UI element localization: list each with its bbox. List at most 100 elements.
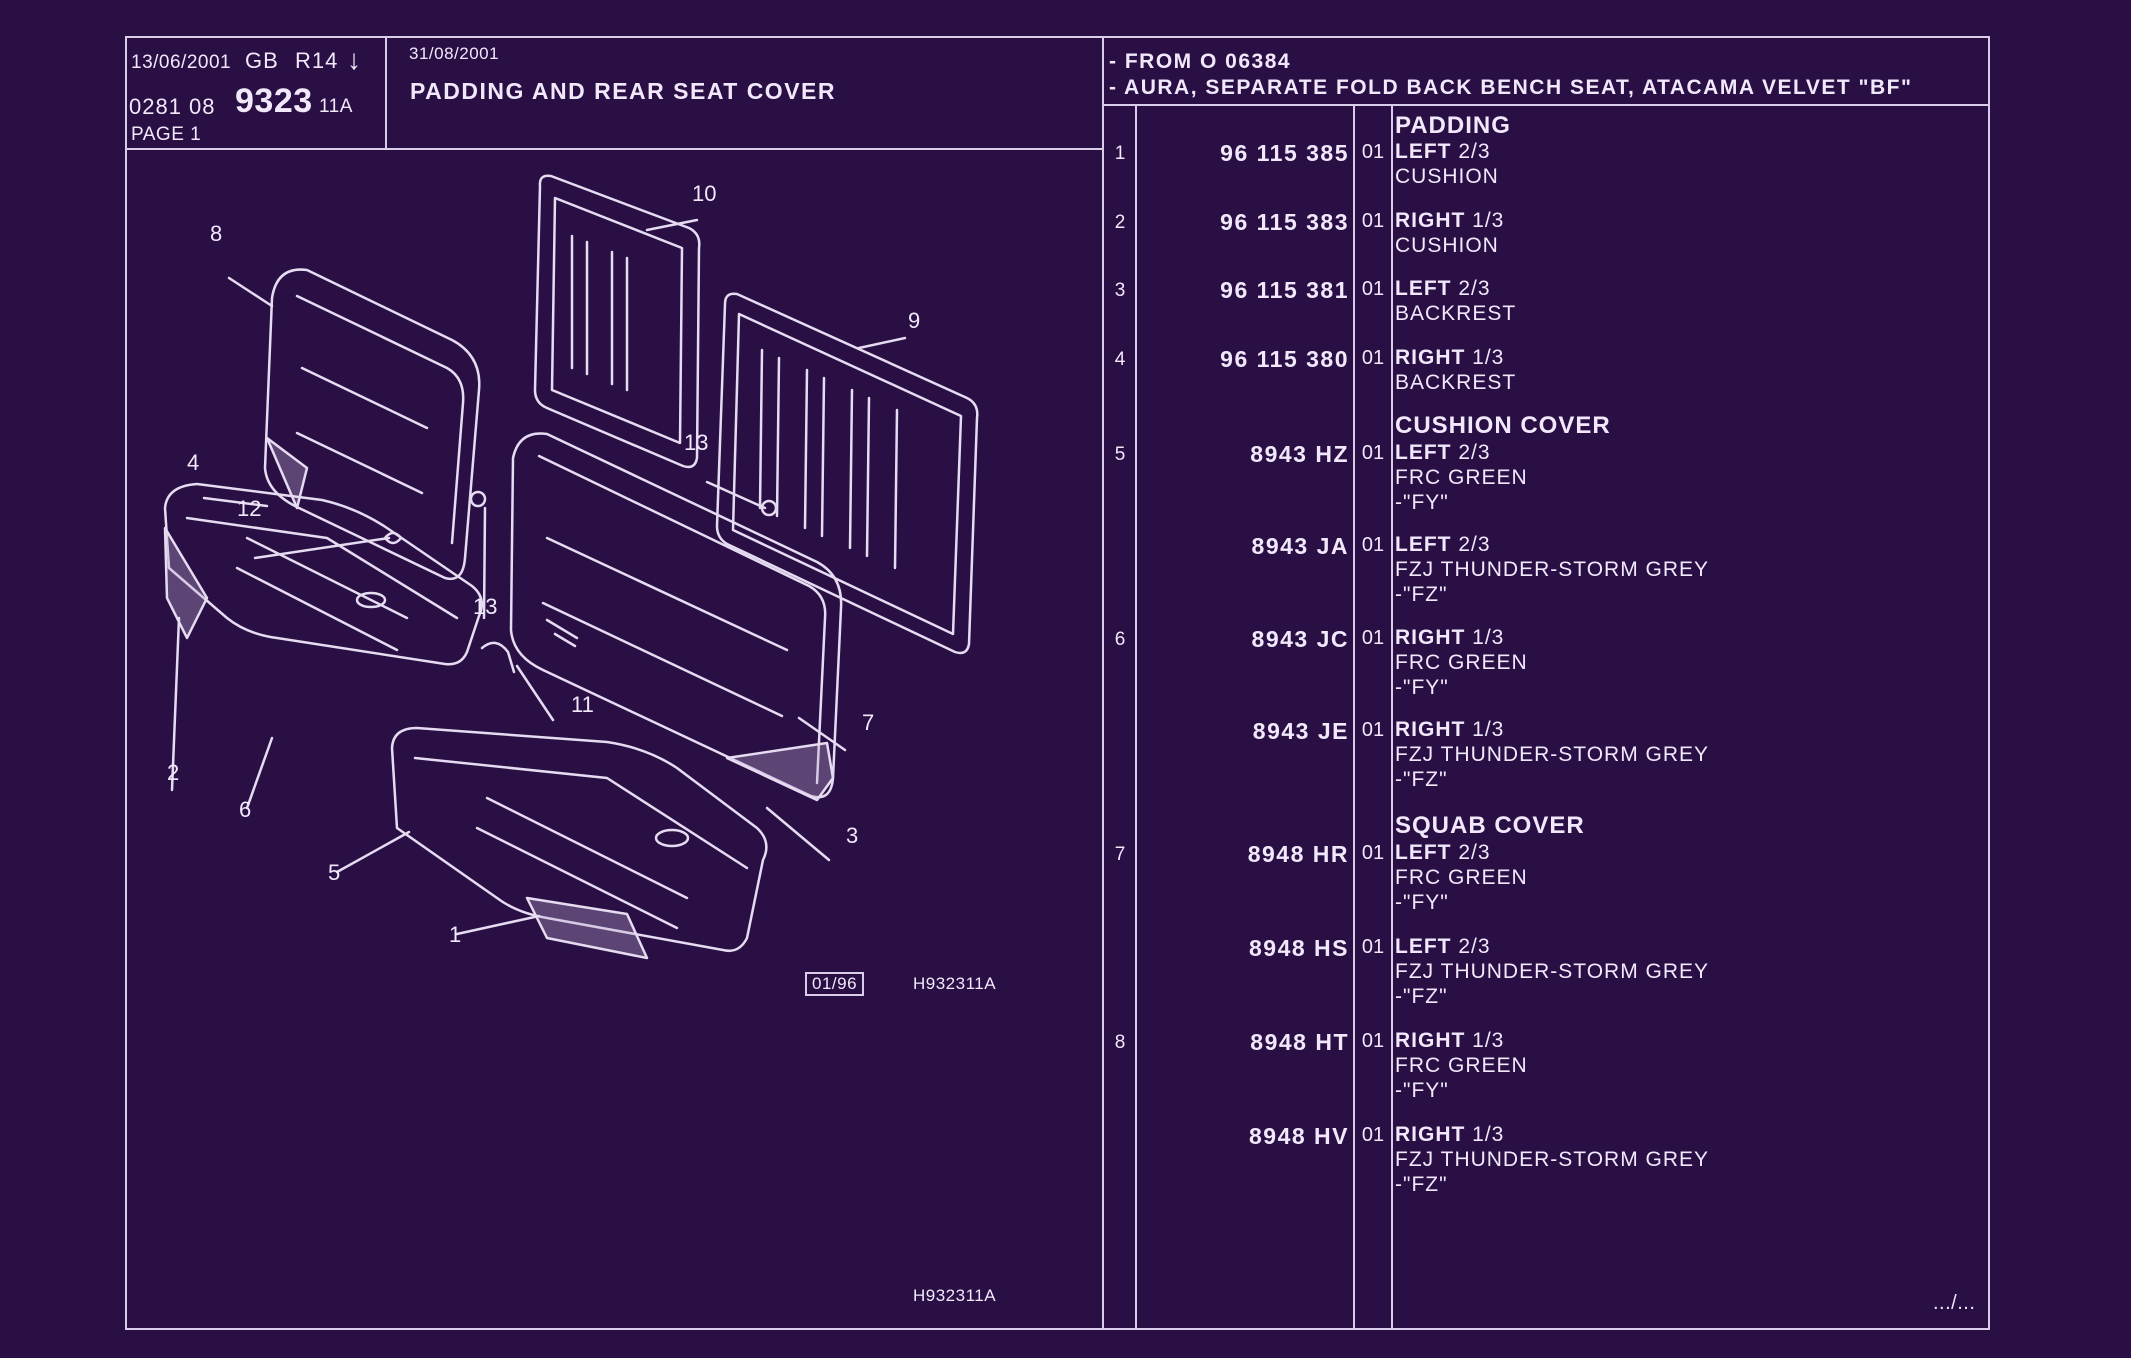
fraction-label: 1/3 xyxy=(1472,718,1505,741)
side-line: RIGHT 1/3 xyxy=(1395,208,1504,233)
fraction-label: 2/3 xyxy=(1458,441,1491,464)
back-panel-right-inner xyxy=(731,312,963,636)
country-code: GB xyxy=(245,48,279,73)
side-label: RIGHT xyxy=(1395,209,1466,232)
side-label: LEFT xyxy=(1395,277,1452,300)
spec-description: - AURA, SEPARATE FOLD BACK BENCH SEAT, A… xyxy=(1109,76,1913,99)
callout-12: 12 xyxy=(237,496,261,521)
cushion-left-seam xyxy=(413,756,749,870)
item-number: 7 xyxy=(1114,844,1126,865)
page-title: PADDING AND REAR SEAT COVER xyxy=(410,78,836,104)
quantity: 01 xyxy=(1361,534,1385,556)
clip-11 xyxy=(545,618,579,648)
side-line: LEFT 2/3 xyxy=(1395,440,1528,465)
side-label: LEFT xyxy=(1395,533,1452,556)
drawing-code: H932311A xyxy=(913,974,997,993)
side-label: LEFT xyxy=(1395,841,1452,864)
cushion-right-belt-slot xyxy=(355,591,387,609)
part-reference: 96 115 381 xyxy=(1220,277,1349,303)
leader-5 xyxy=(335,830,411,874)
side-line: RIGHT 1/3 xyxy=(1395,345,1516,370)
revision-date: 31/08/2001 xyxy=(409,44,500,63)
seat-exploded-diagram: 8 10 9 4 12 13 13 11 7 3 2 6 5 1 xyxy=(163,174,979,960)
quantity: 01 xyxy=(1361,442,1385,464)
side-line: RIGHT 1/3 xyxy=(1395,1028,1528,1053)
side-line: RIGHT 1/3 xyxy=(1395,717,1709,742)
part-reference: 8943 JA xyxy=(1251,533,1349,559)
side-label: LEFT xyxy=(1395,935,1452,958)
side-label: RIGHT xyxy=(1395,1029,1466,1052)
item-number: 5 xyxy=(1114,444,1126,465)
trim-code-line: -"FY" xyxy=(1395,491,1449,514)
leader-11 xyxy=(515,664,555,722)
side-label: LEFT xyxy=(1395,441,1452,464)
backrest-right-outline xyxy=(263,268,481,581)
part-reference: 8948 HV xyxy=(1248,1123,1349,1149)
leader-12 xyxy=(253,536,391,560)
description-line: FRC GREEN xyxy=(1395,651,1528,674)
part-reference: 96 115 385 xyxy=(1220,140,1349,166)
side-line: RIGHT 1/3 xyxy=(1395,1122,1709,1147)
callout-1: 1 xyxy=(449,922,461,947)
header-rule xyxy=(127,148,1103,150)
quantity: 01 xyxy=(1361,627,1385,649)
qty-col-line xyxy=(1391,104,1393,1328)
leader-10 xyxy=(645,218,699,232)
quantity: 01 xyxy=(1361,278,1385,300)
trim-code-line: -"FY" xyxy=(1395,1079,1449,1102)
backrest-right-stitch xyxy=(295,366,429,495)
leader-13b xyxy=(705,480,767,510)
fraction-label: 1/3 xyxy=(1472,1029,1505,1052)
side-label: LEFT xyxy=(1395,140,1452,163)
plate-suffix: 11A xyxy=(319,96,353,117)
quantity: 01 xyxy=(1361,141,1385,163)
backrest-left-outline xyxy=(509,432,843,799)
model-code: R14 xyxy=(295,48,339,73)
fraction-label: 1/3 xyxy=(1472,346,1505,369)
section-cushion-cover: CUSHION COVER xyxy=(1395,412,1611,439)
quantity: 01 xyxy=(1361,210,1385,232)
fraction-label: 1/3 xyxy=(1472,1123,1505,1146)
cushion-left-fabric-patch xyxy=(525,896,649,960)
side-label: RIGHT xyxy=(1395,718,1466,741)
fraction-label: 1/3 xyxy=(1472,209,1505,232)
num-col-line xyxy=(1135,104,1137,1328)
back-panel-right-ribs xyxy=(758,348,899,570)
item-number: 3 xyxy=(1114,280,1126,301)
item-number: 4 xyxy=(1114,349,1126,370)
part-reference: 8948 HR xyxy=(1247,841,1349,867)
part-reference: 8948 HT xyxy=(1250,1029,1349,1055)
leader-13a xyxy=(482,506,487,620)
side-label: RIGHT xyxy=(1395,346,1466,369)
callout-7: 7 xyxy=(862,710,874,735)
part-reference: 8948 HS xyxy=(1248,935,1349,961)
callout-13a: 13 xyxy=(473,594,497,619)
item-number: 2 xyxy=(1114,212,1126,233)
strap-11 xyxy=(480,641,516,674)
description-line: BACKREST xyxy=(1395,302,1517,325)
cushion-left-belt-slot xyxy=(654,828,690,848)
backrest-left-fabric-patch xyxy=(725,741,835,802)
ref-prefix: 0281 08 xyxy=(129,94,216,119)
back-panel-left-inner xyxy=(550,196,684,445)
leader-7 xyxy=(797,716,847,752)
quantity: 01 xyxy=(1361,1030,1385,1052)
quantity: 01 xyxy=(1361,936,1385,958)
backrest-right-fabric-patch xyxy=(265,436,309,510)
fraction-label: 2/3 xyxy=(1458,533,1491,556)
callout-9: 9 xyxy=(908,308,920,333)
part-reference: 8943 HZ xyxy=(1250,441,1349,467)
ref-col-line xyxy=(1353,104,1355,1328)
section-padding: PADDING xyxy=(1395,112,1511,139)
leader-3 xyxy=(765,806,831,862)
side-line: LEFT 2/3 xyxy=(1395,934,1709,959)
cushion-right-outline xyxy=(163,482,484,666)
plate-number: 9323 xyxy=(235,82,313,120)
callout-3: 3 xyxy=(846,823,858,848)
